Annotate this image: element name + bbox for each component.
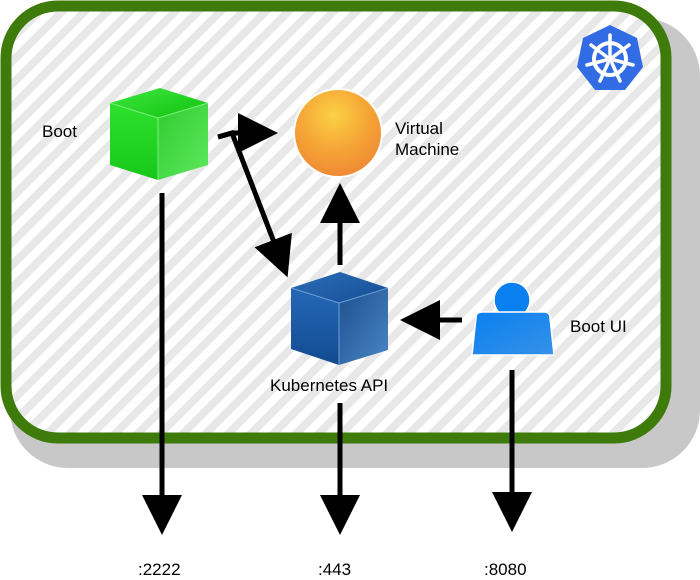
virtual-machine-label-line2: Machine	[395, 140, 460, 159]
port-8080-label: :8080	[484, 560, 527, 579]
port-443-label: :443	[318, 560, 352, 579]
kubernetes-api-cube-icon	[290, 272, 389, 365]
kubernetes-logo-icon	[577, 25, 643, 90]
boot-label: Boot	[42, 122, 77, 141]
boot-cube-icon	[109, 88, 209, 180]
edge-boot-to-k8s-api	[217, 129, 292, 278]
boot-ui-user-icon	[471, 281, 555, 356]
virtual-machine-label: Virtual Machine	[395, 118, 459, 160]
boot-ui-label: Boot UI	[570, 317, 627, 336]
virtual-machine-label-line1: Virtual	[395, 119, 443, 138]
kubernetes-api-label: Kubernetes API	[270, 376, 389, 395]
port-2222-label: :2222	[138, 560, 181, 579]
cluster-container	[0, 0, 672, 444]
virtual-machine-sphere-icon	[293, 88, 383, 178]
